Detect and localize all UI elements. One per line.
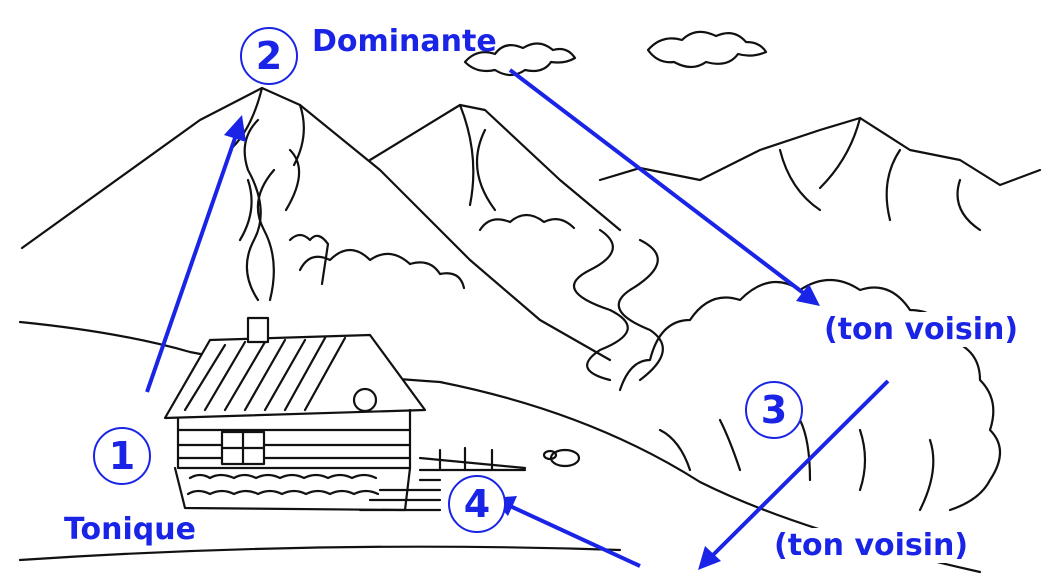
label-dominante: Dominante xyxy=(312,24,497,59)
marker-1-circle: 1 xyxy=(93,427,151,485)
cloud-right xyxy=(646,30,768,69)
label-ton-voisin-3: (ton voisin) xyxy=(822,312,1021,347)
arrow-4-to-1 xyxy=(509,504,641,568)
cabin xyxy=(163,316,581,512)
arrow-3-to-4 xyxy=(711,379,890,557)
mountain-right xyxy=(598,116,1042,187)
label-ton-voisin-4: (ton voisin) xyxy=(772,528,971,563)
marker-4-circle: 4 xyxy=(448,475,506,533)
arrow-2-to-3 xyxy=(508,68,808,297)
arrow-1-to-2 xyxy=(145,137,237,393)
marker-2-circle: 2 xyxy=(240,27,298,85)
cloud-left xyxy=(463,42,577,77)
mountain-middle xyxy=(368,103,622,232)
mountain-left xyxy=(20,86,612,362)
marker-3-circle: 3 xyxy=(745,381,803,439)
label-tonique: Tonique xyxy=(64,512,196,547)
